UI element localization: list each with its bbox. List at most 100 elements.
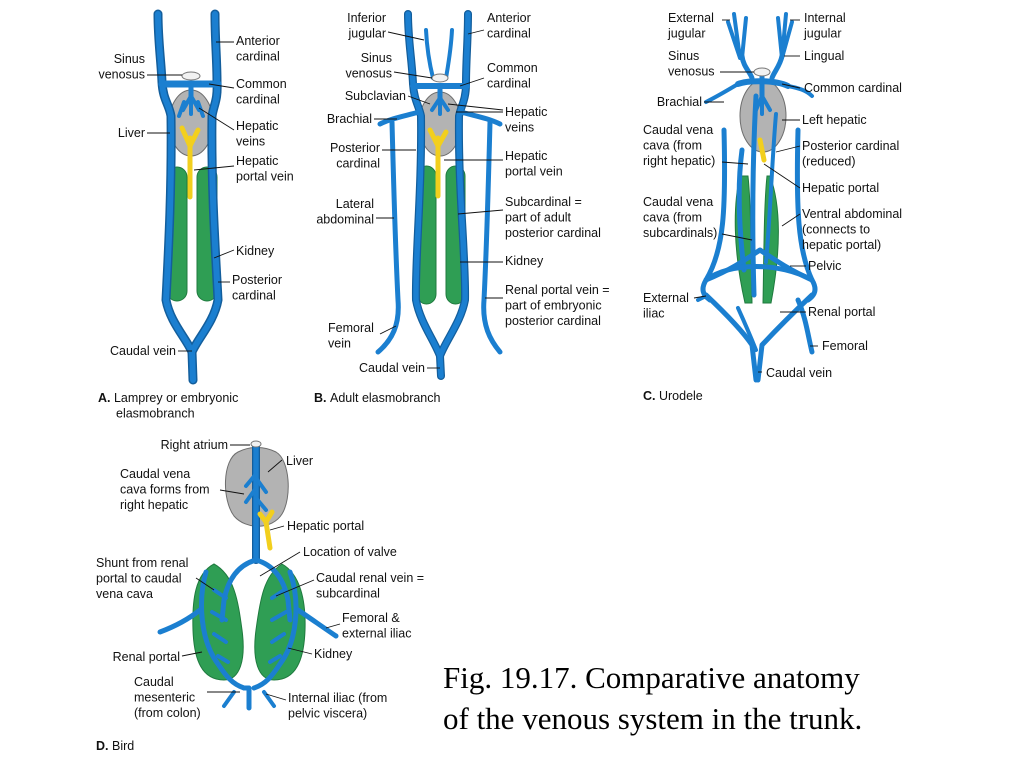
a-posterior-cardinal-line-1: Posterior [232, 273, 282, 287]
d-renal-portal: Renal portal [113, 650, 180, 664]
a-sinus-venosus-line-1: Sinus [114, 52, 145, 66]
b-lateral-abdominal-line-1: Lateral [336, 197, 374, 211]
b-hepatic-veins-line-2: veins [505, 121, 534, 135]
c-brachial: Brachial [657, 95, 702, 109]
panel-c-title: C. Urodele [643, 389, 703, 403]
c-renal-portal: Renal portal [808, 305, 875, 319]
a-kidney-line-1: Kidney [236, 244, 275, 258]
c-caudal-vena-cava-subcardinals-line-1: Caudal vena [643, 195, 713, 209]
c-caudal-vena-cava-hepatic-line-3: right hepatic) [643, 154, 715, 168]
c-sinus-venosus-line-1: Sinus [668, 49, 699, 63]
d-caudal-vena-cava-line-1: Caudal vena [120, 467, 190, 481]
b-inferior-jugular-line-2: jugular [347, 27, 386, 41]
d-right-atrium-shape [250, 440, 262, 448]
a-anterior-cardinal-line-1: Anterior [236, 34, 280, 48]
b-caudal-vein-line-1: Caudal vein [359, 361, 425, 375]
d-shunt-line-2: portal to caudal [96, 572, 181, 586]
d-internal-iliac-line-1: Internal iliac (from [288, 691, 387, 705]
c-sinus-venosus-shape [753, 67, 771, 77]
d-caudal-mesenteric-line-1: Caudal [134, 675, 174, 689]
a-common-cardinal-line-1: Common [236, 77, 287, 91]
c-left-hepatic: Left hepatic [802, 113, 867, 127]
b-sinus-venosus: Sinus venosus [345, 51, 392, 81]
a-hepatic-portal-vein-line-1: Hepatic [236, 154, 278, 168]
d-caudal-mesenteric-line-3: (from colon) [134, 706, 201, 720]
b-inferior-jugular: Inferior jugular [347, 11, 386, 41]
c-left-hepatic-line-1: Left hepatic [802, 113, 867, 127]
d-femoral-external-iliac-line-2: external iliac [342, 627, 411, 641]
c-ventral-abdominal-line-3: hepatic portal) [802, 238, 881, 252]
b-common-cardinal-line-1: Common [487, 61, 538, 75]
c-posterior-cardinal: Posterior cardinal(reduced) [802, 139, 899, 169]
c-pelvic-line-1: Pelvic [808, 259, 841, 273]
d-kidney-right [254, 563, 306, 681]
b-inferior-jugular-line-1: Inferior [347, 11, 386, 25]
d-caudal-mesenteric-line-2: mesenteric [134, 691, 195, 705]
b-renal-portal-vein-line-2: part of embryonic [505, 299, 602, 313]
a-liver-line-1: Liver [118, 126, 145, 140]
d-caudal-renal-vein-line-1: Caudal renal vein = [316, 571, 424, 585]
b-anterior-cardinal-line-2: cardinal [487, 27, 531, 41]
b-femoral-vein-line-1: Femoral [328, 321, 374, 335]
panel-a-leaders [147, 41, 235, 352]
b-subclavian-line-1: Subclavian [345, 89, 406, 103]
d-shunt-line-1: Shunt from renal [96, 556, 188, 570]
panel-a-drawing [147, 9, 235, 385]
c-caudal-vena-cava-hepatic-line-2: cava (from [643, 139, 702, 153]
d-femoral-external-iliac-line-1: Femoral & [342, 611, 400, 625]
d-femoral-external-iliac: Femoral & external iliac [342, 611, 411, 641]
a-kidney: Kidney [236, 244, 275, 258]
b-hepatic-veins-line-1: Hepatic [505, 105, 547, 119]
a-hepatic-veins-line-2: veins [236, 135, 265, 149]
b-veins [375, 10, 503, 380]
d-caudal-mesenteric: Caudal mesenteric(from colon) [134, 675, 201, 720]
panel-c-drawing [693, 12, 818, 383]
panel-d-title: D. Bird [96, 739, 134, 753]
d-right-atrium-line-1: Right atrium [161, 438, 228, 452]
d-location-of-valve-line-1: Location of valve [303, 545, 397, 559]
b-sinus-venosus-line-1: Sinus [361, 51, 392, 65]
c-femoral: Femoral [822, 339, 868, 353]
b-kidney-line-1: Kidney [505, 254, 544, 268]
a-common-cardinal-line-2: cardinal [236, 93, 280, 107]
d-internal-iliac: Internal iliac (from pelvic viscera) [288, 691, 387, 721]
b-sinus-venosus-shape [431, 73, 449, 83]
c-caudal-vena-cava-subcardinals-line-3: subcardinals) [643, 226, 717, 240]
c-posterior-cardinal-line-2: (reduced) [802, 155, 856, 169]
c-lingual: Lingual [804, 49, 844, 63]
figure-labels: Sinus venosus Anterior cardinal Common card… [96, 11, 902, 721]
b-sinus-venosus-line-2: venosus [345, 67, 392, 81]
a-sinus-venosus-shape [181, 71, 201, 81]
c-hepatic-portal: Hepatic portal [802, 181, 879, 195]
a-hepatic-veins-line-1: Hepatic [236, 119, 278, 133]
d-internal-iliac-line-2: pelvic viscera) [288, 707, 367, 721]
a-anterior-cardinal-line-2: cardinal [236, 50, 280, 64]
a-hepatic-veins: Hepatic veins [236, 119, 278, 149]
b-lateral-abdominal-line-2: abdominal [316, 213, 374, 227]
b-femoral-vein-line-2: vein [328, 337, 351, 351]
d-right-atrium: Right atrium [161, 438, 228, 452]
d-kidney-left [192, 563, 244, 681]
c-common-cardinal: Common cardinal [804, 81, 902, 95]
b-brachial-line-1: Brachial [327, 112, 372, 126]
a-veins [153, 9, 223, 385]
panel-title-line-1: Bird [112, 739, 134, 753]
c-external-jugular-line-1: External [668, 11, 714, 25]
d-liver-line-1: Liver [286, 454, 313, 468]
a-posterior-cardinal-line-2: cardinal [232, 289, 276, 303]
b-femoral-vein: Femoral vein [328, 321, 374, 351]
c-hepatic-portal-line-1: Hepatic portal [802, 181, 879, 195]
b-hepatic-portal-vein-line-2: portal vein [505, 165, 563, 179]
b-subcardinal-line-2: part of adult [505, 211, 572, 225]
b-caudal-vein: Caudal vein [359, 361, 425, 375]
